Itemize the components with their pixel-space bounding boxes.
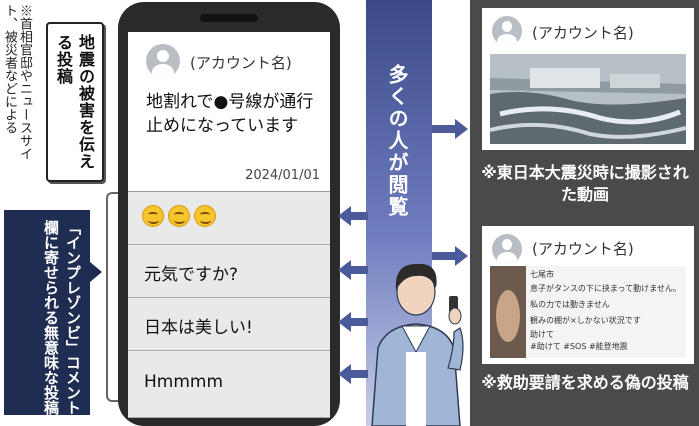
comment-text: 日本は美しい! [144, 318, 253, 338]
comment-item[interactable]: 日本は美しい! [128, 299, 330, 351]
fake-post-screenshot: 七尾市 息子がタンスの下に挟まって動けません。 私の力では動きません 観みの棚が… [490, 266, 686, 358]
screenshot-line: 観みの棚が×しかない状況です [530, 316, 641, 325]
impression-zombie-box: 「インプレゾンビ」コメント欄に寄せられる無意味な投稿 [4, 210, 90, 415]
viewers-label: 多くの人が閲覧 [385, 64, 409, 218]
quake-post-callout-text: 地震の被害を伝える投稿 [54, 34, 95, 170]
right-panel: (アカウント名) ※東日本大震災時に撮影された動画 (アカウント名) 七尾市 息… [470, 0, 699, 426]
post-date: 2024/01/01 [245, 168, 320, 183]
comment-text: 元気ですか? [144, 265, 239, 285]
quake-post[interactable]: (アカウント名) 地割れで●号線が通行止めになっています 2024/01/01 [128, 32, 330, 192]
arrow-left-icon [338, 260, 368, 280]
screenshot-line: 助けて [530, 330, 554, 339]
comment-text: Hmmmm [144, 372, 224, 392]
comment-item[interactable]: Hmmmm [128, 352, 330, 418]
avatar-icon [492, 234, 522, 264]
arrow-right-icon [432, 119, 468, 139]
impression-zombie-text: 「インプレゾンビ」コメント欄に寄せられる無意味な投稿 [42, 220, 82, 415]
arrow-left-icon [338, 312, 368, 332]
phone-speaker [200, 14, 258, 22]
screenshot-line: 息子がタンスの下に挟まって動けません。 [530, 284, 681, 293]
phone-screen: (アカウント名) 地割れで●号線が通行止めになっています 2024/01/01 … [128, 32, 330, 418]
fake-rescue-post-card[interactable]: (アカウント名) 七尾市 息子がタンスの下に挟まって動けません。 私の力では動き… [482, 226, 694, 364]
comments-bracket [106, 192, 124, 402]
quake-post-callout: 地震の被害を伝える投稿 [46, 22, 104, 182]
source-footnote: ※首相官邸やニュースサイト、被災者などによる [2, 4, 32, 160]
person-with-phone-illustration [371, 263, 464, 426]
video-post-account-name: (アカウント名) [532, 24, 634, 42]
arrow-left-icon [338, 206, 368, 226]
avatar-icon [146, 44, 180, 78]
video-post-card[interactable]: (アカウント名) [482, 8, 694, 150]
comment-item[interactable]: 元気ですか? [128, 246, 330, 298]
arrow-right-icon [432, 246, 468, 266]
fake-post-account-name: (アカウント名) [532, 240, 634, 258]
tsunami-video-thumbnail [490, 54, 686, 144]
arrow-left-icon [338, 364, 368, 384]
avatar-icon [492, 16, 522, 46]
screenshot-line: #助けて #SOS #能登地震 [530, 342, 628, 351]
fake-post-caption: ※救助要請を求める偽の投稿 [481, 373, 689, 392]
comment-emoji[interactable] [128, 193, 330, 245]
post-account-name: (アカウント名) [190, 54, 292, 72]
post-text: 地割れで●号線が通行止めになっています [146, 92, 314, 136]
smile-emoji-icon [194, 205, 216, 227]
screenshot-line: 七尾市 [530, 270, 554, 279]
smile-emoji-icon [142, 205, 164, 227]
impression-box-pointer [90, 262, 102, 282]
smartphone: (アカウント名) 地割れで●号線が通行止めになっています 2024/01/01 … [118, 2, 340, 426]
video-caption: ※東日本大震災時に撮影された動画 [481, 163, 689, 204]
screenshot-line: 私の力では動きません [530, 300, 610, 309]
hand-holding-phone-icon [490, 266, 526, 358]
smile-emoji-icon [168, 205, 190, 227]
